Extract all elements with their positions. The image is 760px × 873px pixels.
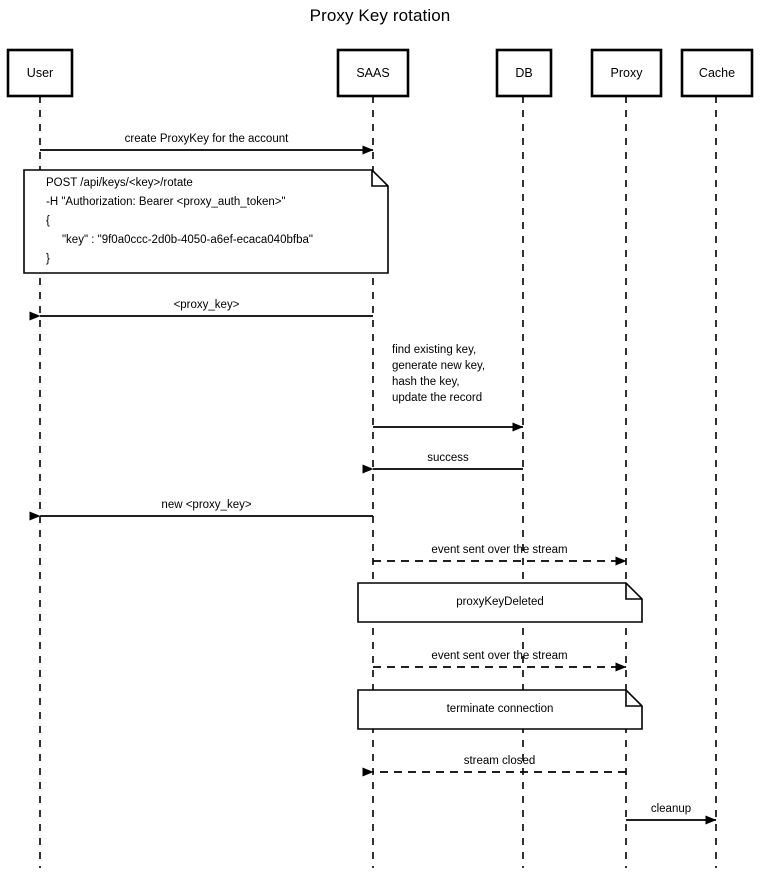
message-label-m1: create ProxyKey for the account bbox=[124, 133, 289, 145]
participant-box-saas[interactable] bbox=[336, 48, 410, 98]
participant-box-cache[interactable] bbox=[680, 48, 754, 98]
message-arrows-group bbox=[29, 145, 717, 825]
note-shape-note-request[interactable] bbox=[23, 169, 389, 274]
note-line-note-request-4: } bbox=[46, 253, 50, 265]
participant-label-saas: SAAS bbox=[356, 66, 390, 80]
note-fold-corner-note-request bbox=[371, 170, 388, 187]
participant-boxes-group bbox=[6, 48, 754, 98]
participant-box-db[interactable] bbox=[495, 48, 553, 98]
message-label-m9: cleanup bbox=[650, 803, 692, 815]
message-label-m7: event sent over the stream bbox=[431, 650, 568, 662]
participant-label-cache: Cache bbox=[698, 66, 736, 80]
self-note-line-1: generate new key, bbox=[392, 360, 486, 372]
message-label-m8: stream closed bbox=[463, 755, 536, 767]
note-line-note-request-1: -H "Authorization: Bearer <proxy_auth_to… bbox=[46, 196, 286, 208]
note-shapes-group bbox=[23, 169, 643, 730]
note-line-note-request-3: "key" : "9f0a0ccc-2d0b-4050-a6ef-ecaca04… bbox=[46, 234, 313, 246]
participant-box-user[interactable] bbox=[6, 48, 74, 98]
participant-label-proxy: Proxy bbox=[610, 66, 643, 80]
note-fold-corner-note-proxykeydeleted bbox=[625, 583, 642, 600]
note-shape-note-terminate-connection[interactable] bbox=[357, 689, 643, 730]
self-note-line-2: hash the key, bbox=[392, 376, 460, 388]
message-label-m4: success bbox=[427, 452, 469, 464]
diagram-title: Proxy Key rotation bbox=[309, 6, 451, 25]
note-line-note-request-0: POST /api/keys/<key>/rotate bbox=[46, 177, 193, 189]
participant-label-user: User bbox=[26, 66, 54, 80]
message-label-m5: new <proxy_key> bbox=[161, 499, 252, 511]
note-line-note-terminate-connection-0: terminate connection bbox=[446, 703, 554, 715]
participant-box-proxy[interactable] bbox=[590, 48, 663, 98]
message-label-m6: event sent over the stream bbox=[431, 544, 568, 556]
participant-label-db: DB bbox=[515, 66, 533, 80]
self-note-line-3: update the record bbox=[392, 392, 483, 404]
note-shape-note-proxykeydeleted[interactable] bbox=[357, 582, 643, 623]
note-fold-corner-note-terminate-connection bbox=[625, 690, 642, 707]
note-line-note-proxykeydeleted-0: proxyKeyDeleted bbox=[456, 596, 544, 608]
self-note-line-0: find existing key, bbox=[392, 344, 477, 356]
message-label-m2: <proxy_key> bbox=[173, 299, 240, 311]
note-line-note-request-2: { bbox=[46, 215, 50, 227]
